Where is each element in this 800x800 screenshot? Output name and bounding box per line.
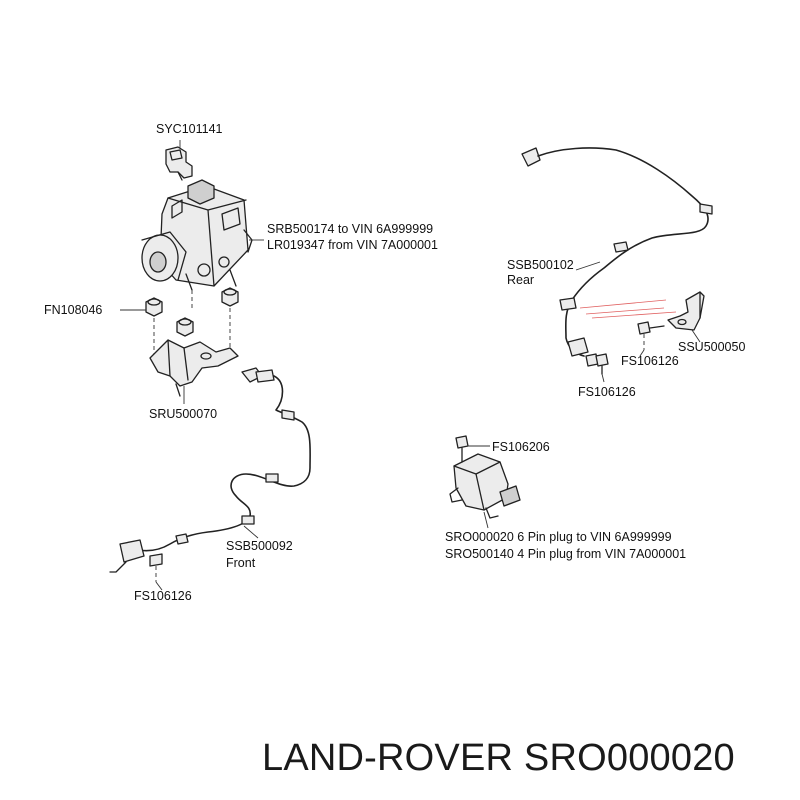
label-sro000020: SRO000020 6 Pin plug to VIN 6A999999 [445,530,672,544]
label-fn108046: FN108046 [44,303,102,317]
leader-fs106126-front [155,581,163,591]
bolt-fs106206 [455,435,469,463]
rear-sensor-bracket-ssu500050 [667,291,705,331]
footer-title: LAND-ROVER SRO000020 [262,737,735,779]
label-ssb500102: SSB500102 [507,258,574,272]
connector-clip-syc101141 [165,146,193,181]
label-rear: Rear [507,273,534,287]
nut-fn108046-left [145,297,163,317]
abs-modulator [141,179,253,291]
nut-fn108046-right [221,287,239,307]
leader-ssb500102 [575,261,601,271]
label-syc101141: SYC101141 [156,122,223,136]
mounting-bracket-sru500070 [149,339,239,397]
label-fs106126-front: FS106126 [134,589,192,603]
leader-fs106126-rear-bracket [639,349,645,357]
label-lr019347: LR019347 from VIN 7A000001 [267,238,438,252]
label-ssu500050: SSU500050 [678,340,745,354]
bolt-fs106126-rear-bracket [637,321,665,350]
label-srb500174: SRB500174 to VIN 6A999999 [267,222,433,236]
label-ssb500092: SSB500092 [226,539,293,553]
label-front: Front [226,556,256,570]
rear-wheel-sensor-cable [521,147,713,367]
alignment-marks [579,299,677,319]
label-fs106126-rear-bracket: FS106126 [621,354,679,368]
leader-ssb500092 [243,525,259,539]
front-wheel-sensor-cable [109,367,311,582]
leader-fs106126-rear-sensor [601,373,605,383]
bolt-fs106126-rear-sensor [595,353,609,375]
label-sru500070: SRU500070 [149,407,217,421]
yaw-rate-sensor-sro000020 [449,453,521,519]
label-fs106126-rear-sensor: FS106126 [578,385,636,399]
label-fs106206: FS106206 [492,440,550,454]
nut-fn108046-middle [176,317,194,337]
leader-sro000020 [483,511,489,529]
leader-ssu500050 [691,329,701,343]
label-sro500140: SRO500140 4 Pin plug from VIN 7A000001 [445,547,686,561]
